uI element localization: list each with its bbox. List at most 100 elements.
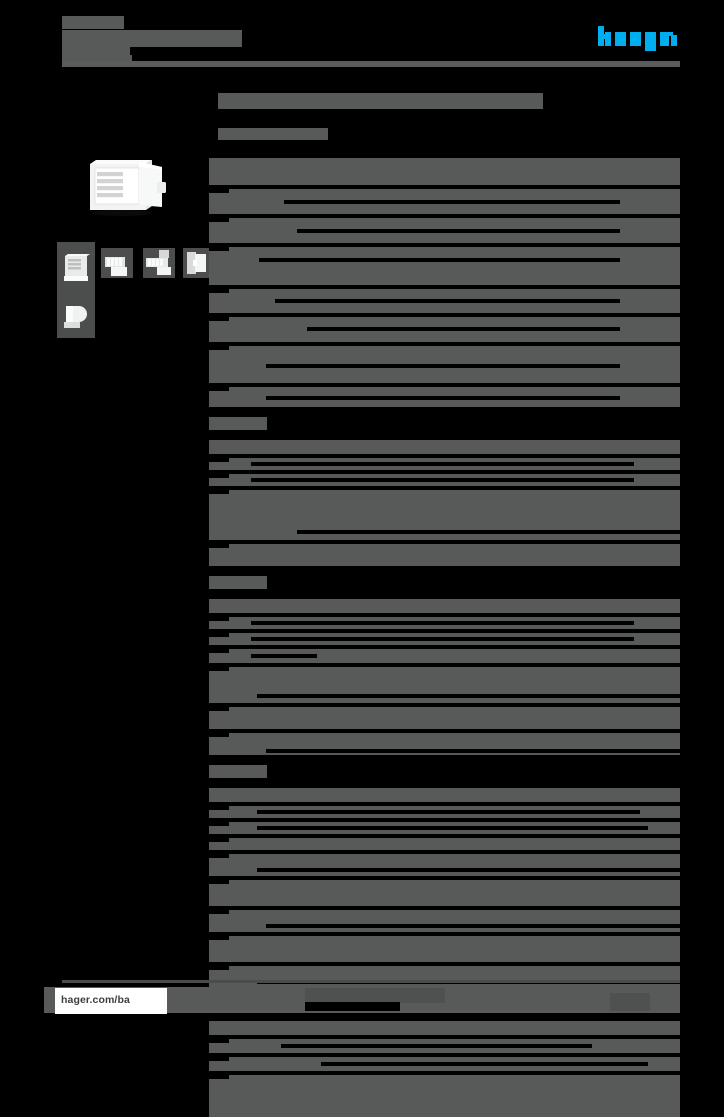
datasheet-page: hager.com/ba bbox=[44, 16, 680, 1117]
spec-row bbox=[209, 910, 680, 932]
spec-row-label-notch bbox=[209, 838, 229, 842]
page-subtitle bbox=[218, 128, 328, 140]
spec-row-label-notch bbox=[209, 189, 229, 193]
thumbnail-4[interactable] bbox=[183, 248, 209, 278]
spec-section-heading-text bbox=[209, 576, 267, 589]
spec-row-value-gap bbox=[251, 621, 634, 625]
spec-row-label-notch bbox=[209, 458, 229, 462]
spec-row-label-notch bbox=[209, 1075, 229, 1079]
spec-row-value-gap bbox=[251, 462, 634, 466]
spec-row-value-gap bbox=[297, 530, 680, 534]
spec-row bbox=[209, 289, 680, 313]
spec-row bbox=[209, 1075, 680, 1117]
spec-row-separator bbox=[209, 285, 680, 289]
spec-row-value-gap bbox=[259, 258, 620, 262]
spec-section bbox=[209, 158, 680, 417]
spec-row-separator bbox=[209, 818, 680, 822]
spec-row-separator bbox=[209, 703, 680, 707]
footer-page-number bbox=[610, 993, 650, 1011]
header-doc-code-line2 bbox=[62, 30, 242, 47]
spec-row-separator bbox=[209, 645, 680, 649]
spec-row-separator bbox=[209, 876, 680, 880]
spec-row-label-notch bbox=[209, 346, 229, 350]
spec-row-label-notch bbox=[209, 544, 229, 548]
spec-row-separator bbox=[209, 629, 680, 633]
thumbnail-5[interactable] bbox=[57, 296, 95, 338]
spec-row-separator bbox=[209, 214, 680, 218]
spec-section-gap bbox=[209, 430, 680, 440]
spec-row-label-notch bbox=[209, 966, 229, 970]
spec-section-gap bbox=[209, 589, 680, 599]
spec-row-label-notch bbox=[209, 910, 229, 914]
spec-row-separator bbox=[209, 185, 680, 189]
spec-row bbox=[209, 1039, 680, 1053]
page-title-ascender-mask bbox=[218, 88, 543, 94]
spec-row-label-notch bbox=[209, 806, 229, 810]
spec-row-separator bbox=[209, 540, 680, 544]
spec-section-heading bbox=[209, 765, 680, 778]
spec-row bbox=[209, 346, 680, 383]
spec-section-gap bbox=[209, 1011, 680, 1021]
product-hero-image bbox=[86, 158, 170, 220]
spec-section-divider bbox=[209, 755, 680, 765]
specification-table bbox=[209, 158, 680, 1117]
spec-row bbox=[209, 822, 680, 834]
spec-row-value-gap bbox=[321, 1062, 648, 1066]
spec-row bbox=[209, 633, 680, 645]
spec-row-label-notch bbox=[209, 617, 229, 621]
spec-rows bbox=[209, 1021, 680, 1117]
spec-row-label-notch bbox=[209, 667, 229, 671]
spec-row-separator bbox=[209, 729, 680, 733]
thumbnail-2[interactable] bbox=[101, 248, 133, 278]
spec-row bbox=[209, 490, 680, 540]
footer-divider-rule bbox=[62, 980, 680, 983]
footer-url-box[interactable]: hager.com/ba bbox=[55, 988, 167, 1014]
spec-row bbox=[209, 838, 680, 850]
spec-row bbox=[209, 936, 680, 962]
product-thumbnail-gallery[interactable] bbox=[57, 242, 209, 338]
spec-section bbox=[209, 417, 680, 576]
spec-row-label-notch bbox=[209, 707, 229, 711]
hager-logo bbox=[598, 26, 680, 52]
spec-row bbox=[209, 474, 680, 486]
spec-row-value-gap bbox=[257, 868, 680, 872]
spec-row-value-gap bbox=[257, 810, 640, 814]
spec-row bbox=[209, 387, 680, 407]
spec-row-separator bbox=[209, 962, 680, 966]
spec-row bbox=[209, 880, 680, 906]
spec-rows bbox=[209, 599, 680, 755]
spec-row bbox=[209, 667, 680, 703]
page-title bbox=[218, 93, 543, 109]
header-doc-code-line1 bbox=[62, 16, 124, 29]
spec-row-separator bbox=[209, 802, 680, 806]
spec-row-value-gap bbox=[275, 299, 620, 303]
footer-center-subtext bbox=[305, 1002, 400, 1011]
spec-row-value-gap bbox=[257, 826, 648, 830]
spec-row-separator bbox=[209, 486, 680, 490]
spec-row bbox=[209, 854, 680, 876]
spec-row-label-notch bbox=[209, 822, 229, 826]
spec-row bbox=[209, 247, 680, 285]
spec-row-value-gap bbox=[307, 327, 620, 331]
spec-row-label-notch bbox=[209, 880, 229, 884]
spec-rows bbox=[209, 158, 680, 407]
thumbnail-1[interactable] bbox=[57, 242, 95, 300]
header-doc-code-line3 bbox=[62, 47, 132, 61]
spec-row-label-notch bbox=[209, 633, 229, 637]
spec-row-label-notch bbox=[209, 490, 229, 494]
spec-row-separator bbox=[209, 470, 680, 474]
spec-row-label-notch bbox=[209, 474, 229, 478]
spec-section-heading bbox=[209, 576, 680, 589]
spec-section-heading-text bbox=[209, 765, 267, 778]
spec-row bbox=[209, 317, 680, 342]
spec-row bbox=[209, 733, 680, 755]
spec-row-label-notch bbox=[209, 936, 229, 940]
spec-row bbox=[209, 599, 680, 613]
spec-row bbox=[209, 544, 680, 566]
spec-row-label-notch bbox=[209, 317, 229, 321]
thumbnail-3[interactable] bbox=[143, 248, 175, 278]
spec-row-label-notch bbox=[209, 649, 229, 653]
spec-row-separator bbox=[209, 613, 680, 617]
spec-section-gap bbox=[209, 778, 680, 788]
spec-row-label-notch bbox=[209, 733, 229, 737]
